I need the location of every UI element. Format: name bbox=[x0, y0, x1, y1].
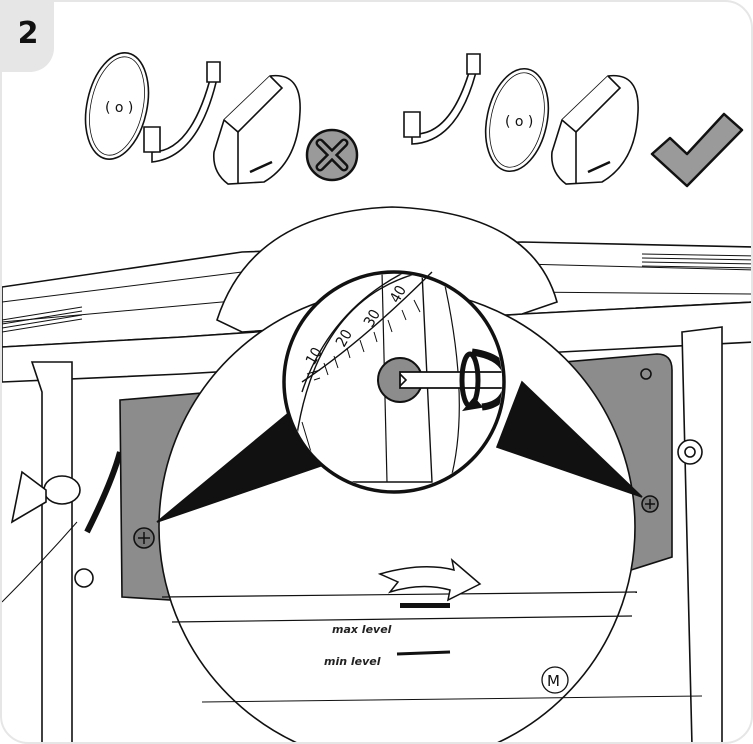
scale-label-30: 30 bbox=[360, 306, 384, 330]
step-number: 2 bbox=[17, 15, 39, 51]
saw-blade-part: ( o ) bbox=[84, 52, 150, 160]
magnifier-detail: 10 20 30 40 bbox=[282, 270, 506, 494]
step-badge: 2 bbox=[2, 2, 54, 72]
direction-arrow bbox=[377, 558, 482, 602]
max-level-label: max level bbox=[332, 623, 392, 636]
level-indicator: max level min level bbox=[324, 623, 451, 668]
riving-knife-part bbox=[143, 61, 221, 163]
riving-knife-part bbox=[403, 53, 481, 145]
rotate-arrow-icon bbox=[471, 348, 502, 411]
scale-label-10: 10 bbox=[302, 344, 326, 368]
screw-right bbox=[641, 495, 659, 513]
saw-blade-part: ( o ) bbox=[484, 67, 550, 173]
right-order-sequence: ( o ) bbox=[403, 53, 744, 188]
bevel-handle-left bbox=[10, 451, 123, 588]
table-vent-left bbox=[2, 306, 83, 333]
scale-label-20: 20 bbox=[332, 326, 356, 350]
table-vent-right bbox=[641, 253, 751, 269]
motor-marker: M bbox=[541, 666, 569, 694]
bevel-scale bbox=[301, 271, 433, 383]
svg-text:( o ): ( o ) bbox=[105, 100, 133, 116]
svg-text:( o ): ( o ) bbox=[505, 114, 533, 130]
screw-left bbox=[133, 527, 155, 549]
right-frame bbox=[681, 326, 723, 742]
left-frame bbox=[30, 361, 73, 742]
min-level-label: min level bbox=[324, 655, 381, 668]
check-icon bbox=[650, 112, 744, 188]
blade-guard-part bbox=[550, 74, 639, 185]
motor-label: M bbox=[547, 672, 560, 690]
scale-label-40: 40 bbox=[386, 282, 410, 306]
table-saw-drawing: max level min level M bbox=[2, 206, 751, 742]
blade-guard-part bbox=[212, 74, 301, 185]
wrong-order-sequence: ( o ) bbox=[84, 52, 359, 185]
cross-icon bbox=[305, 128, 359, 182]
screwdriver bbox=[399, 371, 502, 389]
callout-pointer-right bbox=[495, 380, 643, 498]
